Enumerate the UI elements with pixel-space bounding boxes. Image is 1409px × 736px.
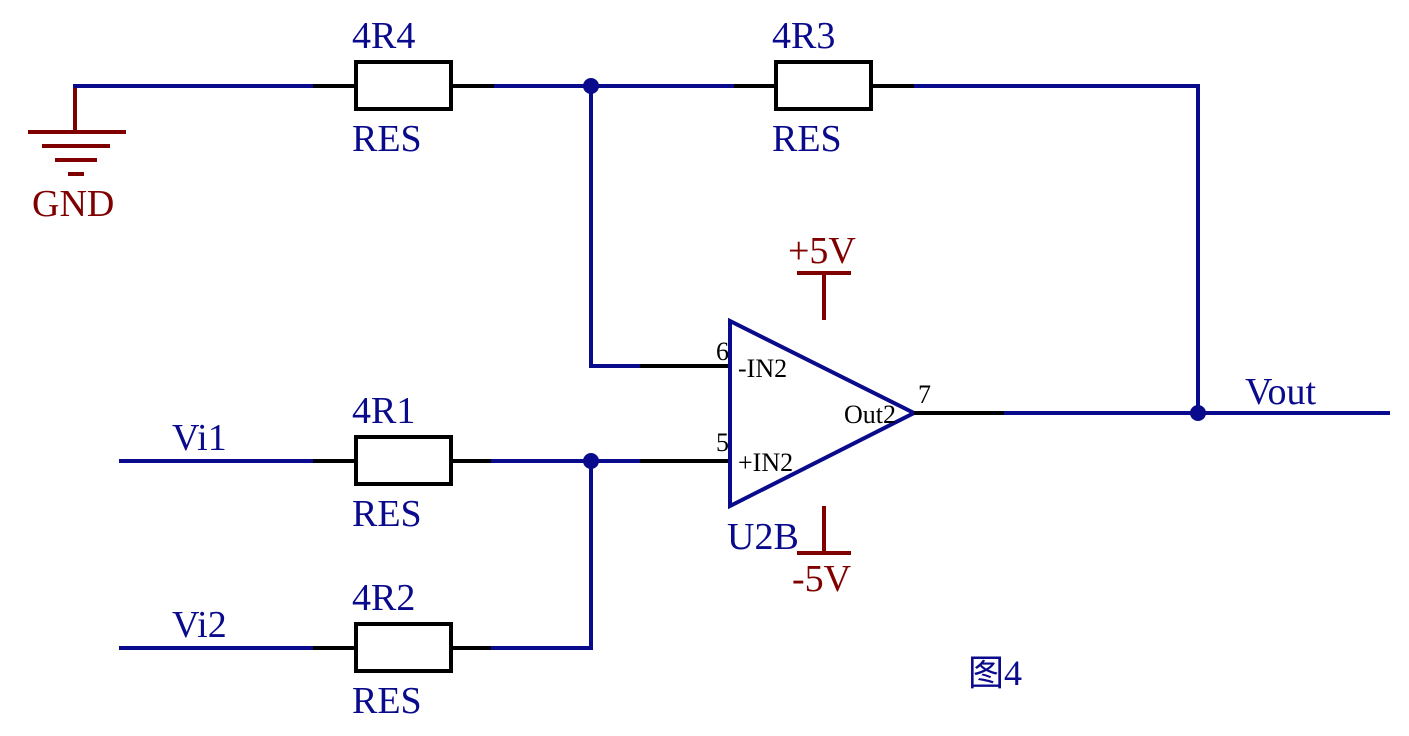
- resistor-4r3-designator: 4R3: [772, 15, 835, 57]
- resistor-4r2-value: RES: [352, 680, 422, 722]
- junction-dot: [583, 453, 599, 469]
- opamp-pin7-number: 7: [918, 380, 931, 409]
- resistor-4r3: [734, 60, 914, 111]
- junction-dot: [1190, 405, 1206, 421]
- resistor-4r1-value: RES: [352, 493, 422, 535]
- opamp-pin6-name: -IN2: [738, 354, 787, 383]
- negative-supply-label: -5V: [792, 558, 852, 600]
- resistor-4r4-designator: 4R4: [352, 15, 415, 57]
- resistor-4r2: [313, 622, 494, 673]
- opamp-pin7-name: Out2: [844, 400, 896, 429]
- ground-label: GND: [32, 183, 114, 225]
- ground-symbol: [28, 86, 126, 176]
- resistor-4r3-value: RES: [772, 118, 842, 160]
- input-wires: [491, 459, 642, 650]
- vi1-label: Vi1: [172, 417, 227, 459]
- vi2-label: Vi2: [172, 604, 227, 646]
- opamp-designator: U2B: [727, 516, 799, 558]
- resistor-4r4-value: RES: [352, 118, 422, 160]
- vout-label: Vout: [1245, 371, 1317, 413]
- opamp-pin6-number: 6: [716, 337, 729, 366]
- junction-dot: [583, 78, 599, 94]
- positive-supply-label: +5V: [788, 230, 856, 272]
- resistor-4r1: [313, 435, 494, 486]
- figure-caption: 图4: [968, 653, 1022, 693]
- opamp-u2b: [640, 271, 1008, 555]
- top-wires: [73, 84, 1200, 415]
- resistor-4r1-designator: 4R1: [352, 390, 415, 432]
- resistor-4r4: [313, 60, 494, 111]
- resistor-4r2-designator: 4R2: [352, 577, 415, 619]
- opamp-pin5-number: 5: [716, 428, 729, 457]
- opamp-pin5-name: +IN2: [738, 448, 793, 477]
